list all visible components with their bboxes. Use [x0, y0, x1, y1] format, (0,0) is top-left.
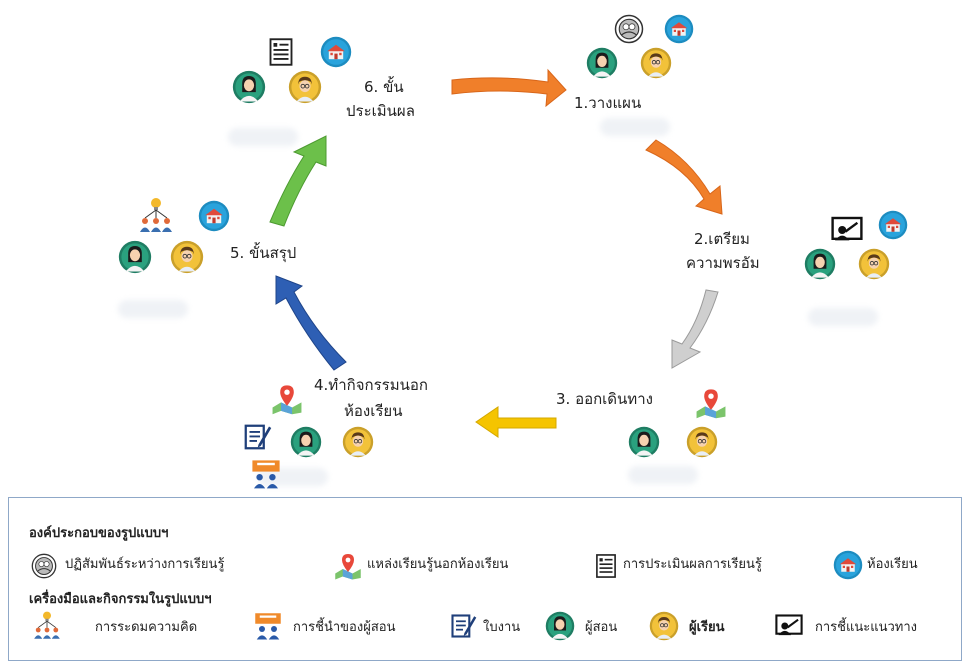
teacher-icon: [118, 240, 152, 274]
legend-brainstorm-label: การระดมความคิด: [95, 620, 198, 635]
teacher-guidance-icon: [253, 611, 283, 641]
cycle-arrows: [269, 68, 723, 438]
interaction-icon: [31, 553, 57, 579]
brainstorm-icon: [136, 196, 176, 236]
student-icon: [686, 426, 718, 458]
arrow-stage5-to-stage6: [269, 135, 327, 227]
assessment-icon: [266, 36, 296, 68]
arrow-stage6-to-stage1: [451, 68, 567, 108]
legend-student-label: ผู้เรียน: [689, 620, 725, 635]
legend-worksheet-label: ใบงาน: [483, 620, 521, 635]
classroom-icon: [878, 210, 908, 240]
teacher-icon: [232, 70, 266, 104]
stage-2-label-line1: 2.เตรียม: [694, 230, 750, 248]
student-icon: [342, 426, 374, 458]
stage-4-label-line1: 4.ทำกิจกรรมนอก: [314, 376, 428, 394]
teacher-icon: [628, 426, 660, 458]
stage-3-label: 3. ออกเดินทาง: [556, 390, 653, 408]
classroom-icon: [320, 36, 352, 68]
legend-guidance-label: การชี้แนะแนวทาง: [815, 620, 918, 635]
legend-teacher-label: ผู้สอน: [585, 620, 618, 635]
teacher-icon: [545, 611, 575, 641]
interaction-icon: [614, 14, 644, 44]
board-guidance-icon: [830, 214, 864, 246]
assessment-icon: [593, 552, 619, 580]
map-location-icon: [694, 386, 728, 420]
legend-classroom-label: ห้องเรียน: [867, 557, 918, 572]
student-icon: [649, 611, 679, 641]
arrow-stage4-to-stage5: [275, 275, 347, 371]
stage-5-label: 5. ขั้นสรุป: [230, 244, 297, 262]
stage-4-label-line2: ห้องเรียน: [344, 402, 403, 420]
stage-1-label: 1.วางแผน: [574, 94, 642, 112]
legend-assessment-label: การประเมินผลการเรียนรู้: [623, 557, 762, 572]
arrow-stage1-to-stage2: [645, 139, 723, 215]
stage-6-label-line2: ประเมินผล: [346, 102, 415, 120]
legend: องค์ประกอบของรูปแบบฯ ปฏิสัมพันธ์ระหว่างก…: [8, 497, 962, 661]
worksheet-icon: [449, 612, 477, 640]
map-location-icon: [333, 551, 363, 581]
worksheet-icon: [242, 422, 272, 452]
teacher-icon: [586, 47, 618, 79]
brainstorm-icon: [31, 610, 63, 642]
map-location-icon: [270, 382, 304, 416]
legend-teacher-guidance-label: การชี้นำของผู้สอน: [293, 620, 396, 635]
stage-2-label-line2: ความพรอัม: [686, 254, 760, 272]
student-icon: [288, 70, 322, 104]
student-icon: [640, 47, 672, 79]
arrow-stage2-to-stage3: [671, 289, 719, 369]
board-guidance-icon: [773, 612, 805, 640]
arrow-stage3-to-stage4: [475, 406, 557, 438]
classroom-icon: [198, 200, 230, 232]
classroom-icon: [833, 550, 863, 580]
tools-title: เครื่องมือและกิจกรรมในรูปแบบฯ: [29, 592, 212, 607]
student-icon: [170, 240, 204, 274]
student-icon: [858, 248, 890, 280]
teacher-icon: [290, 426, 322, 458]
classroom-icon: [664, 14, 694, 44]
legend-outdoor-source-label: แหล่งเรียนรู้นอกห้องเรียน: [367, 557, 509, 572]
teacher-guidance-icon: [250, 458, 282, 490]
stage-6-label-line1: 6. ขั้น: [364, 78, 404, 96]
teacher-icon: [804, 248, 836, 280]
legend-interaction-label: ปฏิสัมพันธ์ระหว่างการเรียนรู้: [65, 557, 225, 572]
components-title: องค์ประกอบของรูปแบบฯ: [29, 526, 169, 541]
